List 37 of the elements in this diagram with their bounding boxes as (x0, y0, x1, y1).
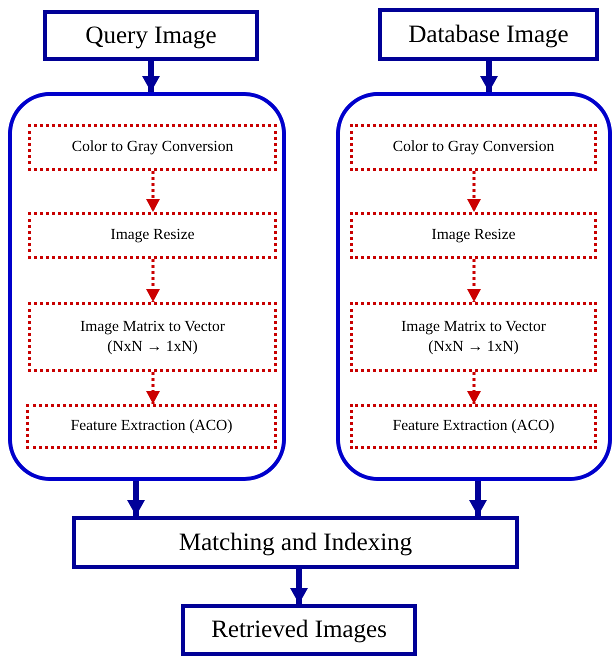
arrow (469, 481, 487, 516)
dotted-process-box (350, 302, 597, 372)
dotted-process-box (26, 404, 277, 449)
box-label: Matching and Indexing (178, 528, 412, 556)
arrow (480, 61, 498, 92)
box-label: Image Matrix to Vector (NxN → 1xN) (79, 316, 226, 357)
box-label: Color to Gray Conversion (72, 137, 234, 158)
box-label: Query Image (85, 22, 217, 50)
arrow (146, 372, 160, 404)
box-label: Image Resize (110, 225, 194, 246)
process-box (72, 516, 519, 569)
arrow (127, 481, 145, 516)
dotted-process-box (350, 404, 597, 449)
box-label: Feature Extraction (ACO) (392, 416, 554, 436)
rounded-group-box (336, 92, 612, 481)
arrow (146, 259, 160, 302)
process-box (378, 8, 599, 61)
box-label: Retrieved Images (211, 616, 387, 644)
dotted-process-box (28, 212, 277, 259)
dotted-process-box (28, 124, 277, 171)
process-box (43, 10, 259, 61)
arrow (467, 259, 481, 302)
box-label: Image Resize (432, 225, 516, 246)
arrow (142, 61, 160, 92)
box-label: Color to Gray Conversion (392, 137, 554, 158)
box-label: Database Image (408, 20, 569, 48)
dotted-process-box (28, 302, 277, 372)
box-label: Image Matrix to Vector (NxN → 1xN) (400, 316, 547, 357)
dotted-process-box (350, 124, 597, 171)
arrow (146, 171, 160, 212)
dotted-process-box (350, 212, 597, 259)
arrow (290, 569, 308, 604)
arrow (467, 171, 481, 212)
process-box (181, 604, 417, 656)
rounded-group-box (8, 92, 286, 481)
arrow (467, 372, 481, 404)
box-label: Feature Extraction (ACO) (70, 416, 232, 436)
